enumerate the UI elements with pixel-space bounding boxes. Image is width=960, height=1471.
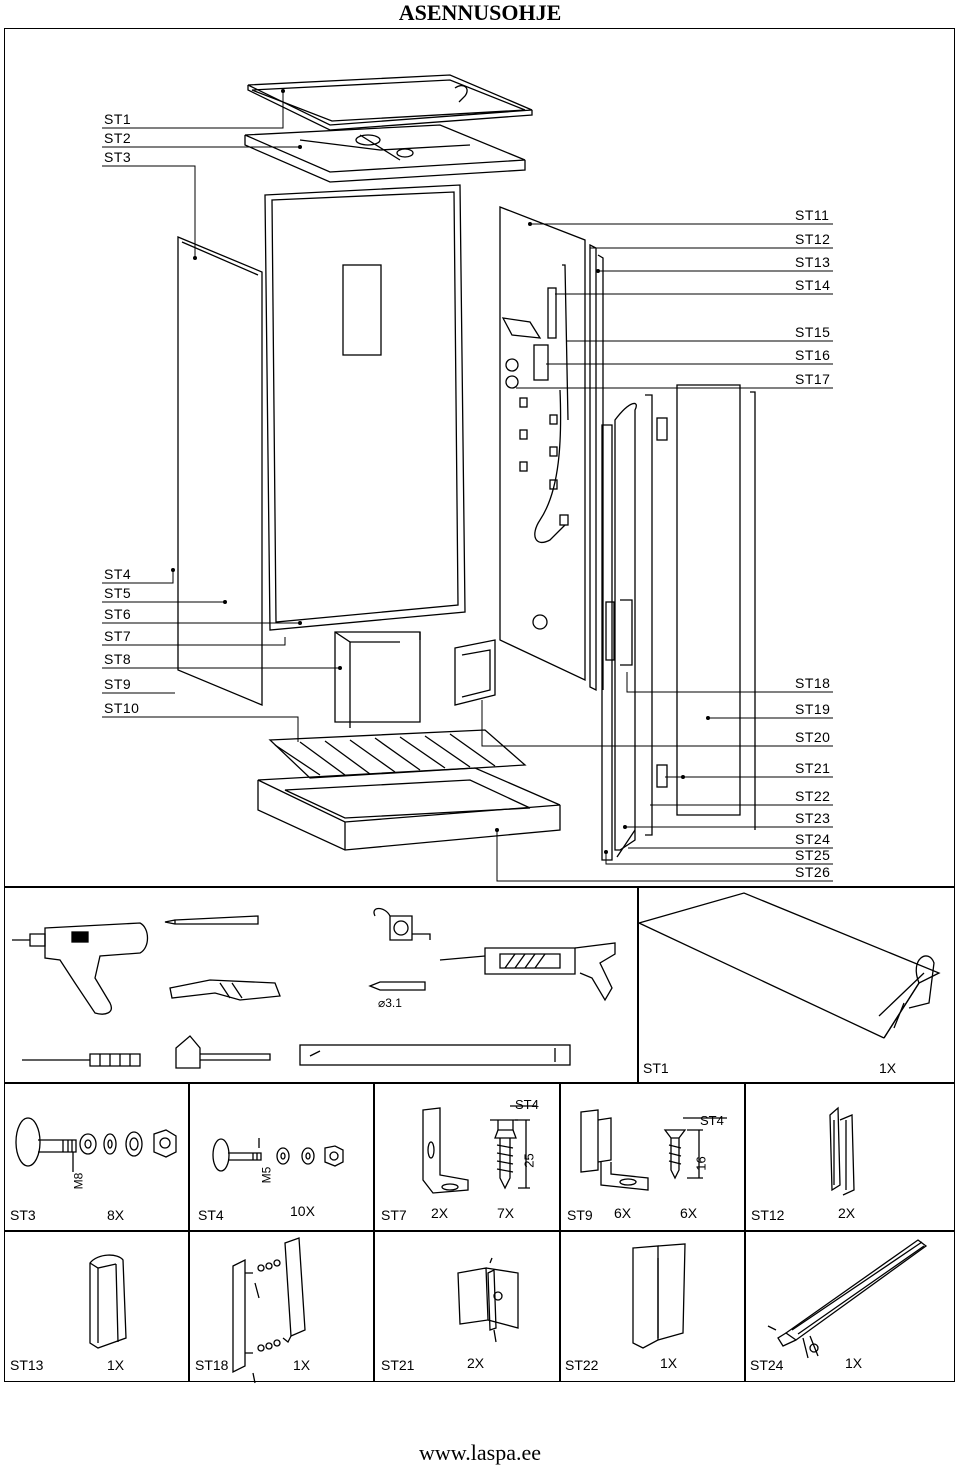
divider [4, 886, 955, 888]
st9-name: ST9 [567, 1207, 593, 1223]
st4-bolt-icon [212, 1138, 344, 1172]
label-st4: ST4 [104, 566, 132, 582]
label-st10: ST10 [104, 700, 140, 716]
label-st7: ST7 [104, 628, 132, 644]
divider [4, 1082, 955, 1084]
drill-bit-size-label: ⌀3.1 [378, 996, 402, 1010]
st22-profile-icon [632, 1243, 686, 1349]
st22-qty: 1X [660, 1355, 678, 1371]
st7-screw-length: 25 [521, 1153, 537, 1168]
divider [188, 1082, 190, 1382]
hammer-icon [175, 1035, 271, 1069]
label-st14: ST14 [795, 277, 831, 293]
st3-name: ST3 [10, 1207, 36, 1223]
st18-handle-icon [232, 1237, 306, 1384]
st22-name: ST22 [565, 1357, 599, 1373]
label-st3: ST3 [104, 149, 132, 165]
label-st22: ST22 [795, 788, 831, 804]
drawing-frame [4, 28, 955, 1382]
st12-qty: 2X [838, 1205, 856, 1221]
label-st17: ST17 [795, 371, 831, 387]
label-st16: ST16 [795, 347, 831, 363]
label-st23: ST23 [795, 810, 831, 826]
divider [4, 1230, 955, 1232]
st21-qty: 2X [467, 1355, 485, 1371]
drill-icon [12, 922, 149, 1015]
st13-qty: 1X [107, 1357, 125, 1373]
st3-thread: M8 [71, 1172, 86, 1190]
tape-measure-icon [373, 907, 431, 941]
divider [559, 1082, 561, 1382]
st4-qty: 10X [290, 1203, 315, 1219]
st9-screw-qty: 6X [680, 1205, 698, 1221]
st3-bolt-icon [15, 1117, 177, 1172]
label-st25: ST25 [795, 847, 831, 863]
st7-screw-qty: 7X [497, 1205, 515, 1221]
st4-thread: M5 [259, 1166, 274, 1184]
st1-name: ST1 [643, 1060, 669, 1076]
st13-profile-icon [89, 1254, 127, 1349]
label-st15: ST15 [795, 324, 831, 340]
st18-qty: 1X [293, 1357, 311, 1373]
label-st20: ST20 [795, 729, 831, 745]
st18-name: ST18 [195, 1357, 229, 1373]
st24-name: ST24 [750, 1357, 784, 1373]
st7-qty: 2X [431, 1205, 449, 1221]
st12-profile-icon [829, 1106, 855, 1196]
st9-bracket-screw-icon [580, 1109, 727, 1191]
label-st19: ST19 [795, 701, 831, 717]
label-st5: ST5 [104, 585, 132, 601]
label-st12: ST12 [795, 231, 831, 247]
st24-qty: 1X [845, 1355, 863, 1371]
tools-illustration [12, 907, 616, 1069]
label-st9: ST9 [104, 676, 132, 692]
label-st18: ST18 [795, 675, 831, 691]
label-st8: ST8 [104, 651, 132, 667]
label-st2: ST2 [104, 130, 132, 146]
st9-screw-type: ST4 [700, 1113, 724, 1128]
label-st24: ST24 [795, 831, 831, 847]
footer-url: www.laspa.ee [419, 1440, 541, 1465]
st12-name: ST12 [751, 1207, 785, 1223]
st24-seal-profile-icon [767, 1239, 928, 1359]
pencil-icon [164, 915, 259, 925]
label-st6: ST6 [104, 606, 132, 622]
drill-bit-icon [368, 981, 426, 991]
screwdriver-icon [22, 1053, 141, 1067]
label-st21: ST21 [795, 760, 831, 776]
st1-profile-icon [638, 892, 941, 1039]
utility-knife-icon [169, 979, 281, 1001]
st3-qty: 8X [107, 1207, 125, 1223]
label-st26: ST26 [795, 864, 831, 880]
st7-name: ST7 [381, 1207, 407, 1223]
exploded-view-drawing [102, 74, 833, 882]
st13-name: ST13 [10, 1357, 44, 1373]
label-st11: ST11 [795, 207, 830, 223]
st21-name: ST21 [381, 1357, 415, 1373]
st4-name: ST4 [198, 1207, 224, 1223]
st7-screw-type: ST4 [515, 1097, 539, 1112]
st7-bracket-screw-icon [422, 1105, 536, 1194]
label-st13: ST13 [795, 254, 831, 270]
st1-qty: 1X [879, 1060, 897, 1076]
st9-qty: 6X [614, 1205, 632, 1221]
st21-hinge-icon [457, 1257, 519, 1343]
caulking-gun-icon [439, 942, 616, 1002]
page-title: ASENNUSOHJE [398, 0, 562, 25]
divider [744, 1082, 746, 1382]
st9-screw-length: 16 [693, 1156, 709, 1171]
spirit-level-icon [299, 1044, 571, 1066]
label-st1: ST1 [104, 111, 132, 127]
divider [637, 886, 639, 1083]
divider [373, 1082, 375, 1382]
